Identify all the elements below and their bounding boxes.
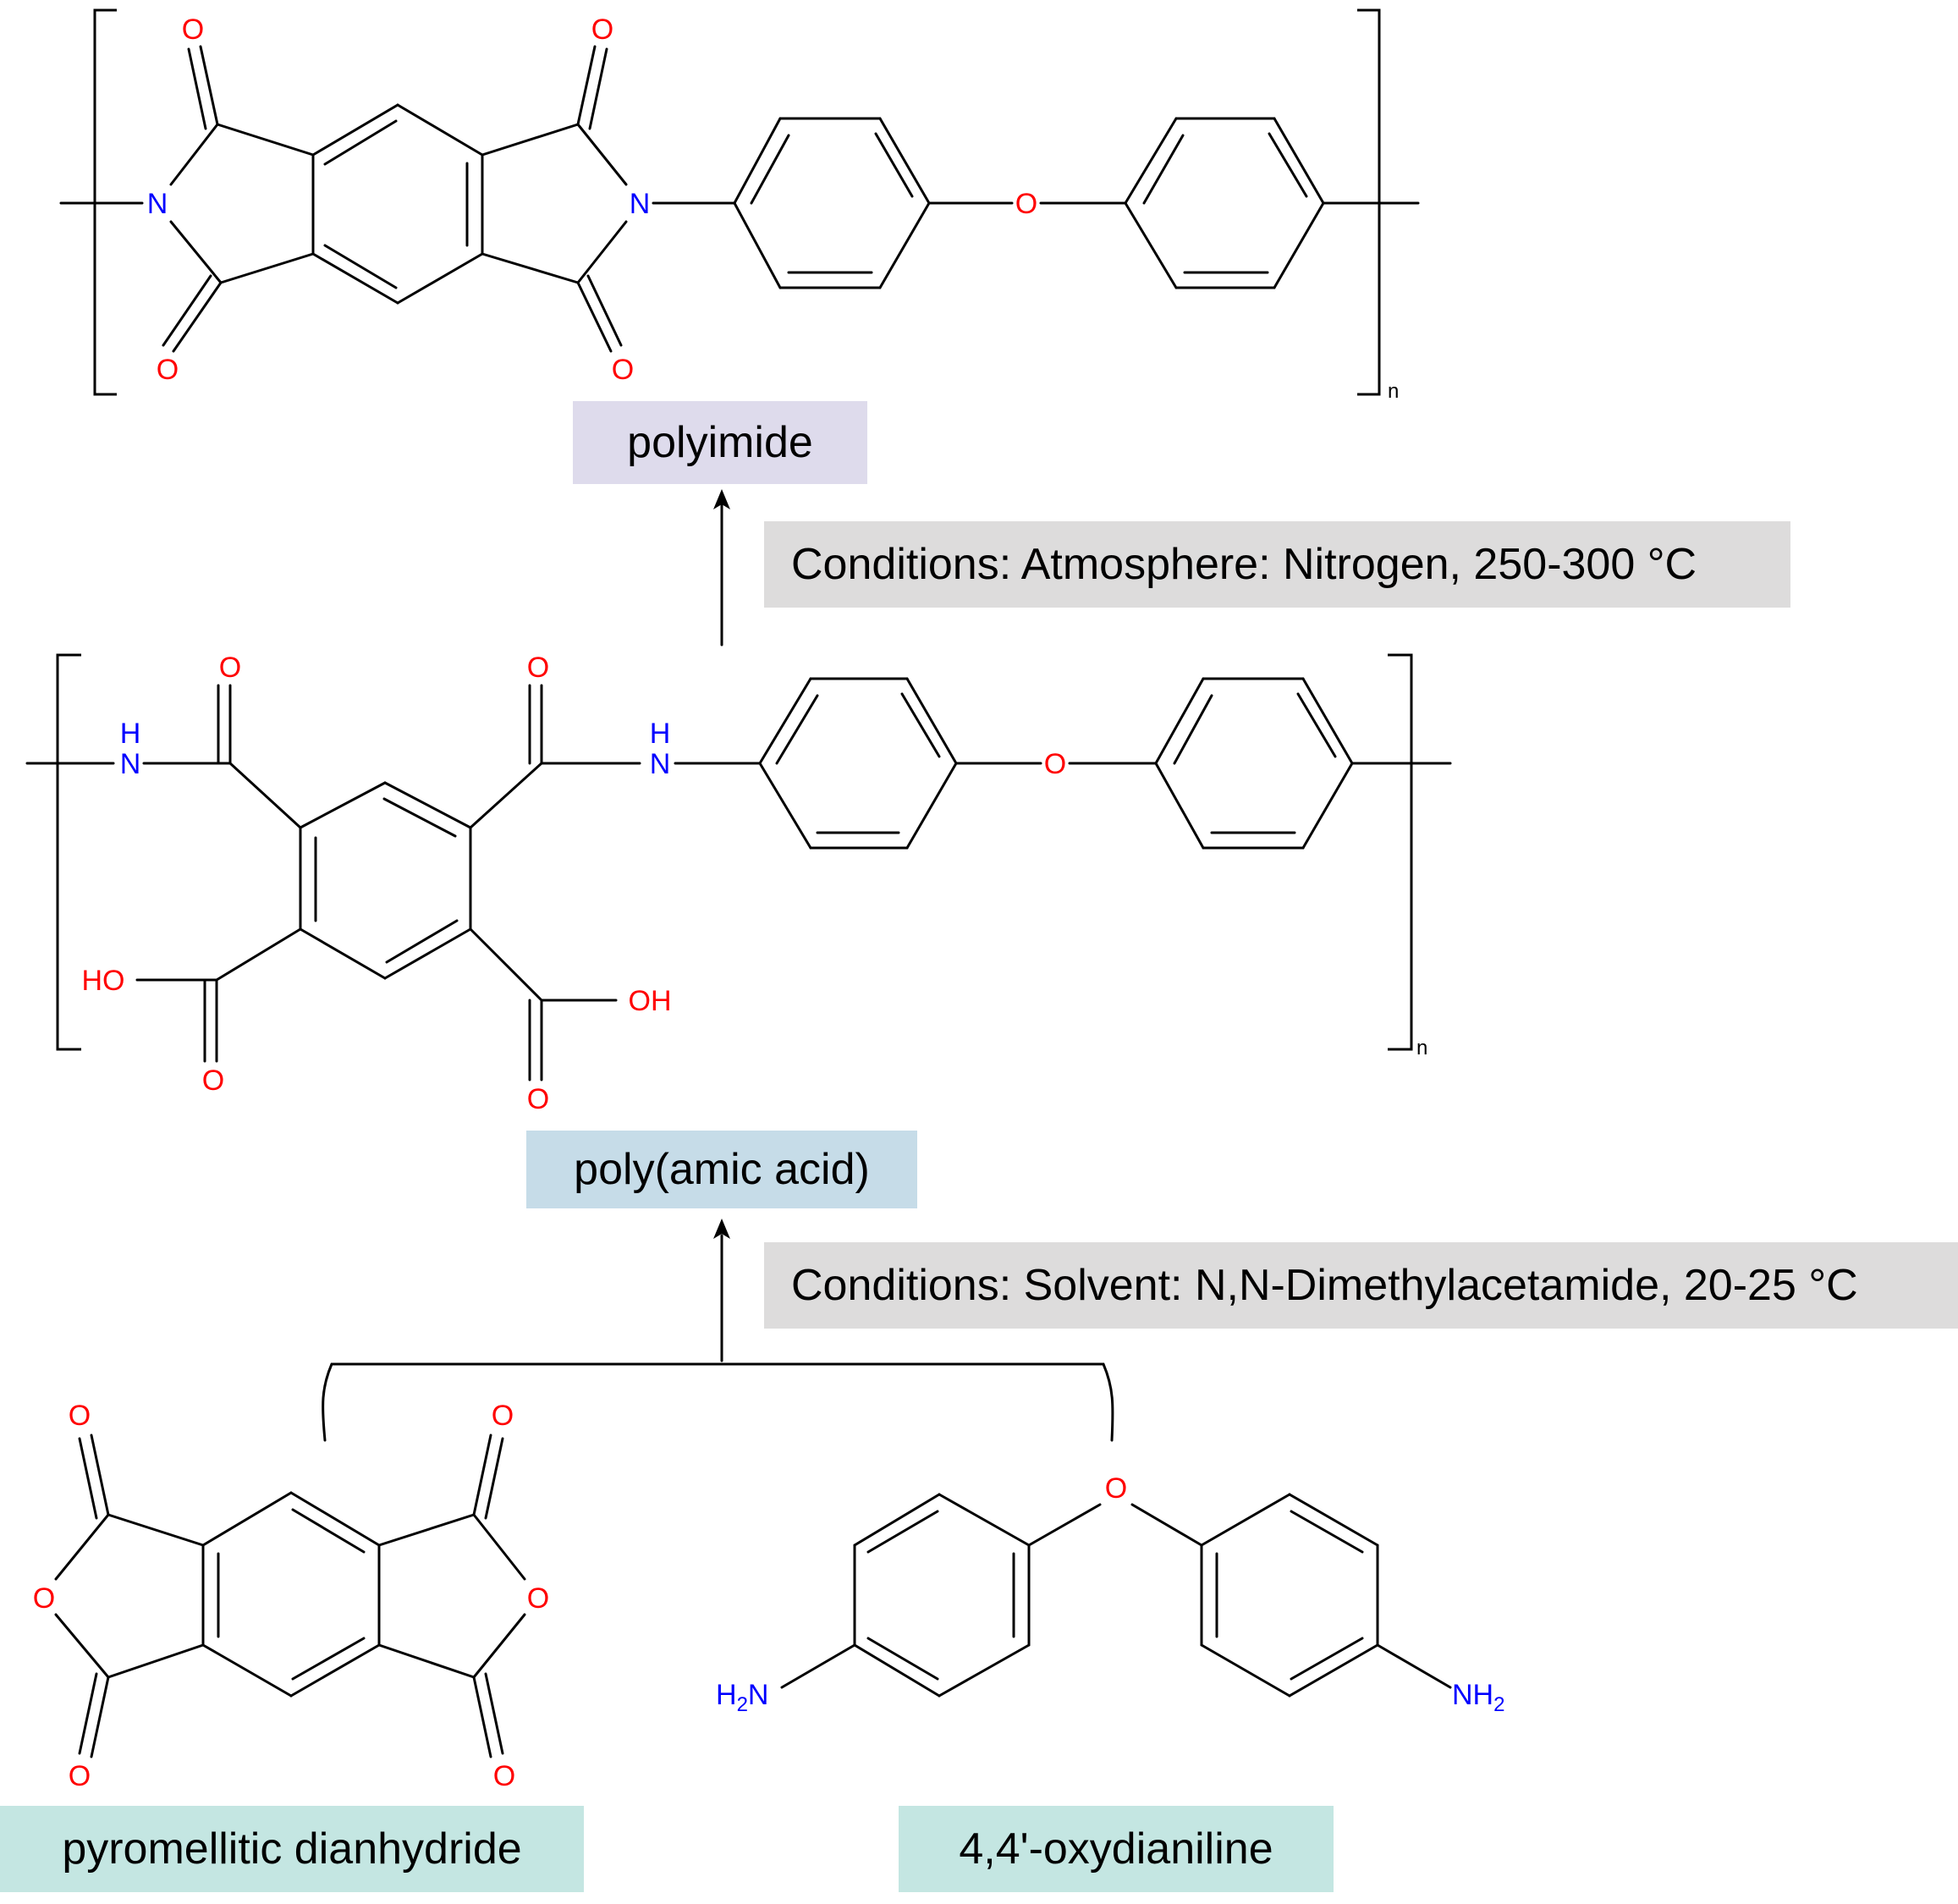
atom-o: O <box>157 354 179 386</box>
atom-o: O <box>219 652 241 684</box>
atom-h: H <box>120 718 141 750</box>
atom-o: O <box>527 1083 549 1115</box>
atom-oh: OH <box>629 985 672 1017</box>
atom-n: N <box>630 188 651 220</box>
atom-o: O <box>69 1760 91 1792</box>
atom-o: O <box>492 1400 514 1432</box>
atom-n: N <box>650 748 671 780</box>
atom-o: O <box>1105 1472 1127 1505</box>
pmda-structure: O O O O O O <box>33 1400 549 1792</box>
atom-o: O <box>612 354 634 386</box>
atom-o: O <box>591 14 613 46</box>
label-oxydianiline: 4,4'-oxydianiline <box>899 1806 1334 1892</box>
atom-nh2: NH2 <box>1452 1679 1504 1716</box>
label-pyromellitic-dianhydride: pyromellitic dianhydride <box>0 1806 584 1892</box>
atom-o: O <box>182 14 204 46</box>
atom-o: O <box>69 1400 91 1432</box>
atom-n: N <box>120 748 141 780</box>
repeat-n: n <box>1388 380 1399 403</box>
arrow-step1 <box>322 1219 1114 1442</box>
atom-n: N <box>147 188 168 220</box>
arrow-step2 <box>713 489 730 647</box>
atom-o: O <box>527 652 549 684</box>
atom-o: O <box>1015 188 1037 220</box>
label-poly-amic-acid: poly(amic acid) <box>526 1131 917 1208</box>
atom-o: O <box>1044 748 1066 780</box>
atom-o: O <box>33 1582 55 1615</box>
polyimide-structure: O O O O N N O n <box>59 8 1420 403</box>
atom-h2n: H2N <box>716 1679 768 1716</box>
poly-amic-acid-structure: O O H N H N O HO OH O O n <box>25 652 1452 1115</box>
bracket-right-paa <box>1388 653 1413 1051</box>
atom-ho: HO <box>82 965 125 997</box>
atom-h: H <box>650 718 671 750</box>
repeat-n: n <box>1416 1037 1427 1059</box>
conditions-step2: Conditions: Atmosphere: Nitrogen, 250-30… <box>764 521 1790 608</box>
atom-o: O <box>527 1582 549 1615</box>
label-polyimide: polyimide <box>573 401 867 484</box>
atom-o: O <box>493 1760 515 1792</box>
conditions-step1: Conditions: Solvent: N,N-Dimethylacetami… <box>764 1242 1958 1329</box>
bracket-left-paa <box>56 653 81 1051</box>
oda-structure: O H2N NH2 <box>716 1472 1504 1716</box>
atom-o: O <box>202 1065 224 1097</box>
